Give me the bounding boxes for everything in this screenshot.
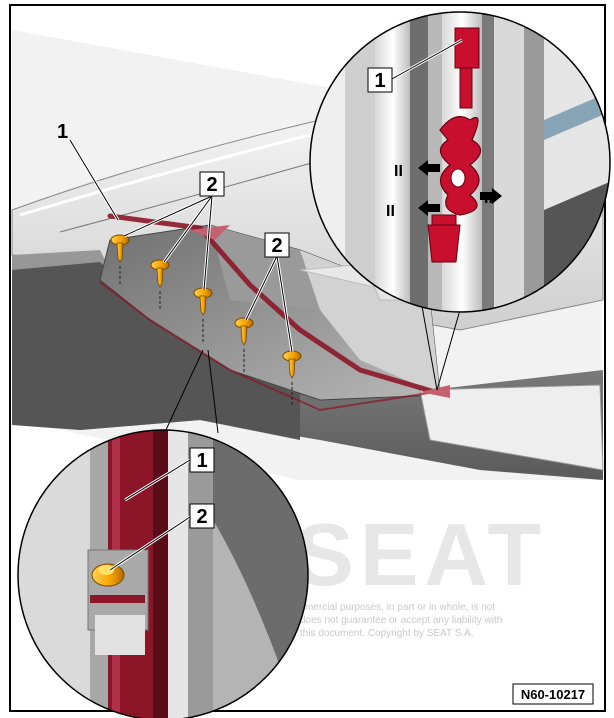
screws (110, 234, 302, 406)
callout-zoom-bottom-1: 1 (196, 450, 207, 472)
callout-zoom-top-1: 1 (374, 70, 385, 92)
frame (9, 4, 606, 712)
main-leader-lines-dark (69, 139, 293, 353)
watermark-brand: SEAT (295, 505, 547, 604)
press-arrow-icon (418, 160, 502, 216)
watermark-line-2: does not guarantee or accept any liabili… (300, 615, 502, 626)
watermark: SEAT mercial purposes, in part or in who… (295, 505, 547, 639)
callout-zoom-bottom-2: 2 (196, 506, 207, 528)
callout-main-1: 1 (57, 121, 68, 143)
screw-icon (234, 317, 254, 373)
callout-box-zoom-top-1: 1 (367, 67, 393, 93)
callout-box-main-2b: 2 (264, 232, 290, 258)
callout-main-2b: 2 (271, 235, 282, 257)
screw-icon (193, 287, 213, 343)
screw-icon (150, 259, 170, 311)
figure-id: N60-10217 (521, 687, 585, 702)
retaining-clip (427, 27, 482, 263)
arrow-marker-left-upper: II (394, 163, 403, 180)
screw-icon (110, 234, 130, 286)
watermark-line-1: mercial purposes, in part or in whole, i… (305, 602, 495, 613)
watermark-line-3: this document. Copyright by SEAT S.A. (300, 628, 474, 639)
screw-icon (91, 563, 125, 587)
arrow-marker-left-lower: II (386, 203, 395, 220)
zoom-connectors (164, 294, 461, 434)
callout-box-zoom-bottom-2: 2 (189, 503, 215, 529)
callout-main-2a: 2 (206, 174, 217, 196)
figure-id-box: N60-10217 (512, 683, 594, 705)
callout-box-zoom-bottom-1: 1 (189, 447, 215, 473)
screw-icon (282, 350, 302, 406)
zoom-detail-seal (17, 429, 309, 718)
arrow-marker-right: II (484, 190, 493, 207)
callout-box-main-2a: 2 (199, 171, 225, 197)
